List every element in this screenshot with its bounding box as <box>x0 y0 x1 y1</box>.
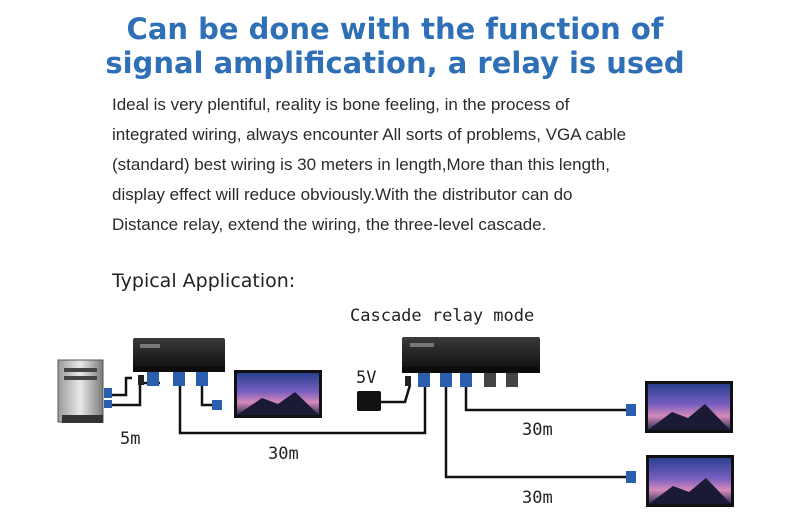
power-adapter-icon <box>357 391 381 411</box>
cable-power <box>378 384 412 404</box>
cable-branch-top <box>464 385 630 412</box>
cable-trunk <box>178 385 427 435</box>
cable-pc-to-splitter-2 <box>110 376 132 397</box>
connector-icon <box>196 372 208 386</box>
typical-application-heading: Typical Application: <box>112 270 296 292</box>
monitor-icon <box>212 370 322 418</box>
branch-bottom-cable-length-label: 30m <box>522 488 553 508</box>
headline-line-2: signal amplification, a relay is used <box>105 46 685 80</box>
trunk-cable-length-label: 30m <box>268 444 299 464</box>
headline-line-1: Can be done with the function of <box>126 12 664 46</box>
vga-splitter-4port <box>402 337 540 387</box>
cable-branch-bottom <box>444 385 630 479</box>
connector-icon <box>506 373 518 387</box>
power-label: 5V <box>356 368 377 388</box>
description-line-5: Distance relay, extend the wiring, the t… <box>112 215 547 234</box>
monitor-icon <box>626 381 733 433</box>
pc-tower-icon <box>57 359 112 423</box>
connector-icon <box>173 372 185 386</box>
description-line-1: Ideal is very plentiful, reality is bone… <box>112 95 570 114</box>
connector-icon <box>418 373 430 387</box>
cascade-mode-label: Cascade relay mode <box>350 306 535 326</box>
description: Ideal is very plentiful, reality is bone… <box>112 90 752 240</box>
description-line-3: (standard) best wiring is 30 meters in l… <box>112 155 610 174</box>
connector-icon <box>147 372 159 386</box>
headline: Can be done with the function of signal … <box>0 12 790 80</box>
connector-icon <box>460 373 472 387</box>
branch-top-cable-length-label: 30m <box>522 420 553 440</box>
source-cable-length-label: 5m <box>120 429 141 449</box>
monitor-icon <box>626 455 734 507</box>
description-line-4: display effect will reduce obviously.Wit… <box>112 185 573 204</box>
description-line-2: integrated wiring, always encounter All … <box>112 125 627 144</box>
vga-splitter-2port <box>133 338 225 386</box>
cables <box>110 376 630 479</box>
connector-icon <box>440 373 452 387</box>
connector-icon <box>484 373 496 387</box>
